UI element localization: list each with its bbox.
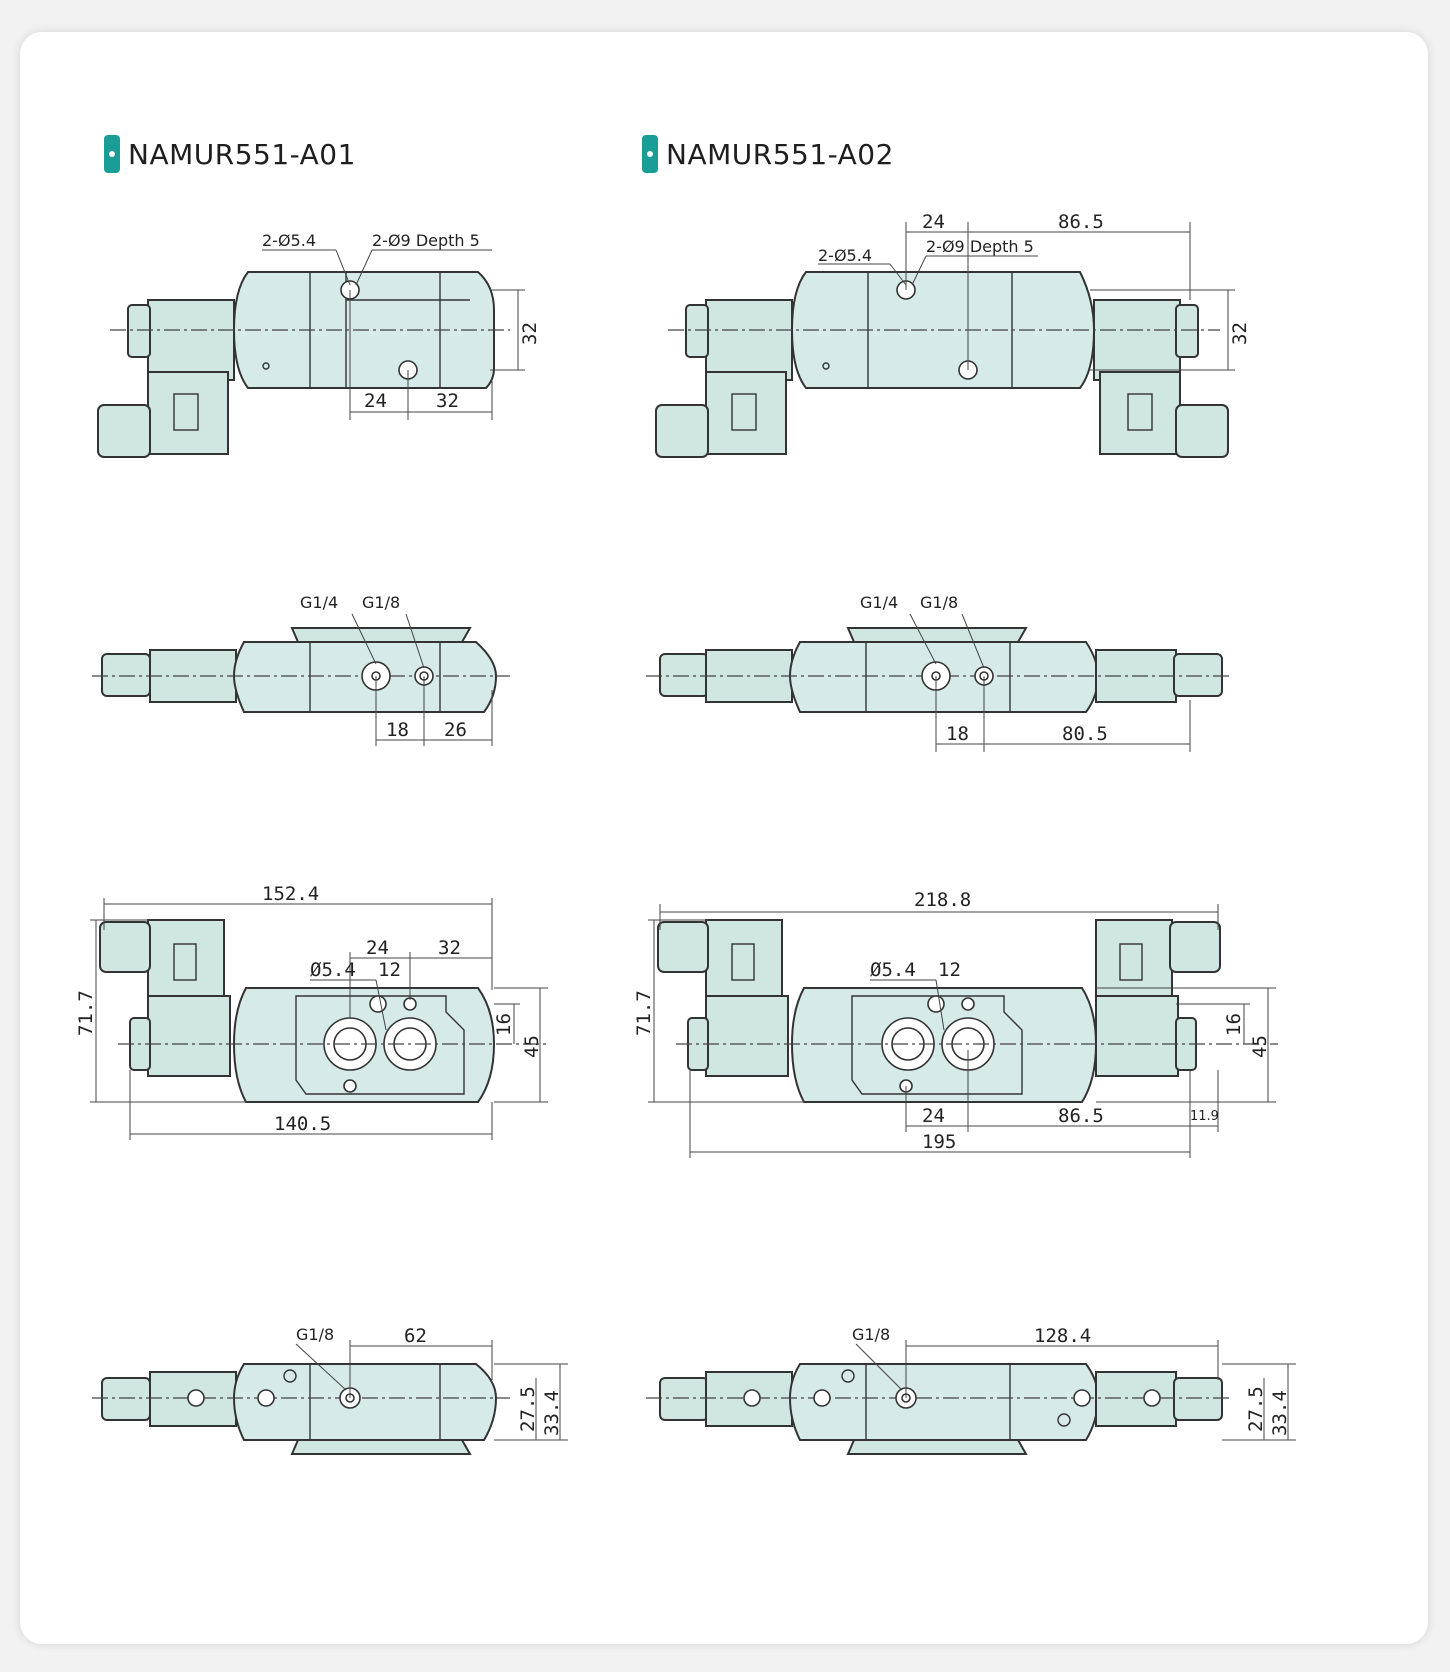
- title-marker-icon: [104, 135, 120, 173]
- a01-v2-dim-b: 26: [444, 719, 467, 741]
- a02-v4-h-a: 27.5: [1245, 1386, 1267, 1432]
- model-title-a01-text: NAMUR551-A01: [128, 137, 356, 171]
- model-title-a02: NAMUR551-A02: [642, 134, 894, 174]
- a01-view-bottom: G1/8 62 27.5 33.4: [92, 1325, 568, 1455]
- a02-v2-dim-a: 18: [946, 723, 969, 745]
- a01-v1-dim-height: 32: [519, 322, 541, 345]
- a01-view-side: G1/4 G1/8 18 26: [92, 593, 510, 746]
- a01-v3-bottom: 140.5: [274, 1113, 331, 1135]
- a02-v3-dim-119: 11.9: [1190, 1109, 1219, 1124]
- a02-hole-large-label: 2-Ø9 Depth 5: [926, 237, 1034, 256]
- model-title-a01: NAMUR551-A01: [104, 134, 356, 174]
- a01-v4-h-a: 27.5: [517, 1386, 539, 1432]
- a02-v3-hole: Ø5.4: [870, 959, 916, 981]
- a01-v3-dim-32: 32: [438, 937, 461, 959]
- a01-connector-symbol: [173, 393, 199, 431]
- a01-v3-dim-24: 24: [366, 937, 389, 959]
- a01-v3-height-45: 45: [521, 1035, 543, 1058]
- a02-v3-dim-86: 86.5: [1058, 1105, 1104, 1127]
- a02-hole-small-label: 2-Ø5.4: [818, 246, 872, 265]
- a02-v1-dim-top-a: 24: [922, 211, 945, 233]
- a02-v3-height-total: 71.7: [633, 990, 655, 1036]
- a01-v4-port: G1/8: [296, 1325, 334, 1344]
- title-marker-icon: [642, 135, 658, 173]
- a02-v4-port: G1/8: [852, 1325, 890, 1344]
- a01-v3-height-total: 71.7: [75, 990, 97, 1036]
- a02-v4-dim-len: 128.4: [1034, 1325, 1091, 1347]
- a01-port-small-label: G1/8: [362, 593, 400, 612]
- a01-v2-dim-a: 18: [386, 719, 409, 741]
- a01-hole-small-label: 2-Ø5.4: [262, 231, 316, 250]
- a01-view-top: 2-Ø5.4 2-Ø9 Depth 5 24 32 32: [97, 231, 541, 458]
- a02-v3-bottom: 195: [922, 1131, 956, 1153]
- a02-v3-dim-12: 12: [938, 959, 961, 981]
- a01-v4-dim-len: 62: [404, 1325, 427, 1347]
- a02-port-small-label: G1/8: [920, 593, 958, 612]
- a02-view-bottom: G1/8 128.4 27.5 33.4: [646, 1325, 1296, 1455]
- a02-v4-h-b: 33.4: [1269, 1390, 1291, 1436]
- a02-view-top: 24 86.5 2-Ø5.4 2-Ø9 Depth 5 32: [655, 211, 1251, 458]
- a01-coil-housing: [147, 299, 235, 381]
- a02-v3-overall: 218.8: [914, 889, 971, 911]
- model-title-a02-text: NAMUR551-A02: [666, 137, 894, 171]
- a02-v1-dim-height: 32: [1229, 322, 1251, 345]
- a02-view-front: 218.8 Ø5.4 12 71.7 16 45 24 86.5 11.9 19…: [633, 889, 1278, 1158]
- a02-view-side: G1/4 G1/8 18 80.5: [646, 593, 1232, 752]
- a01-v4-h-b: 33.4: [541, 1390, 563, 1436]
- a01-v1-dim-b: 32: [436, 390, 459, 412]
- a02-v2-dim-b: 80.5: [1062, 723, 1108, 745]
- a02-v1-dim-top-b: 86.5: [1058, 211, 1104, 233]
- a01-v3-overall: 152.4: [262, 883, 319, 905]
- a01-coil-cap: [127, 304, 151, 358]
- a02-v3-height-16: 16: [1223, 1013, 1245, 1036]
- a01-hole-large-label: 2-Ø9 Depth 5: [372, 231, 480, 250]
- a01-view-front: 152.4 24 32 Ø5.4 12 71.7 16 45 140.5: [75, 883, 548, 1140]
- a01-v1-dim-a: 24: [364, 390, 387, 412]
- a02-v3-height-45: 45: [1249, 1035, 1271, 1058]
- a01-v3-hole: Ø5.4: [310, 959, 356, 981]
- a01-connector-housing: [147, 371, 229, 455]
- a02-port-large-label: G1/4: [860, 593, 898, 612]
- a01-v3-height-16: 16: [493, 1013, 515, 1036]
- a01-connector-plug: [97, 404, 151, 458]
- a01-port-large-label: G1/4: [300, 593, 338, 612]
- a01-v3-dim-12: 12: [378, 959, 401, 981]
- a02-v3-dim-24: 24: [922, 1105, 945, 1127]
